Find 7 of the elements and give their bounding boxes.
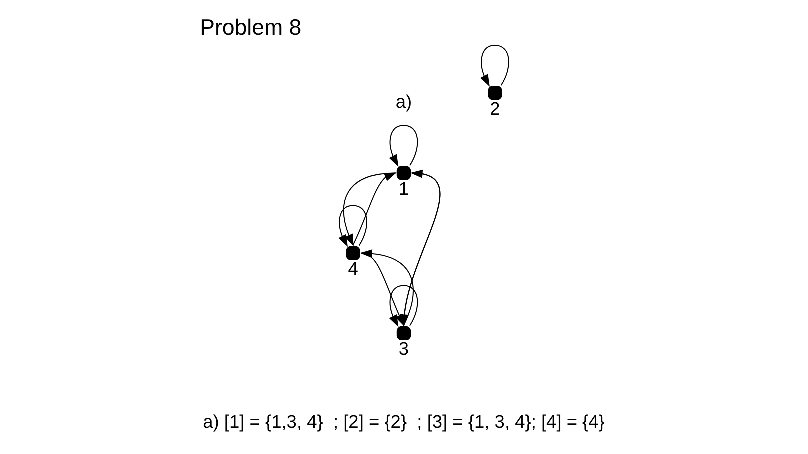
node-label: 2 xyxy=(490,97,500,118)
node-label: 3 xyxy=(398,338,410,359)
diagram-title: Problem 8 xyxy=(200,14,302,40)
node-label: 1 xyxy=(398,177,410,198)
label: a) [1] = {1,3, 4} ; [2] = {2} ; [3] = {1, 3, 4}; [4] = {4} xyxy=(203,410,605,432)
label: a) xyxy=(396,90,412,112)
node-label: 4 xyxy=(348,258,358,279)
